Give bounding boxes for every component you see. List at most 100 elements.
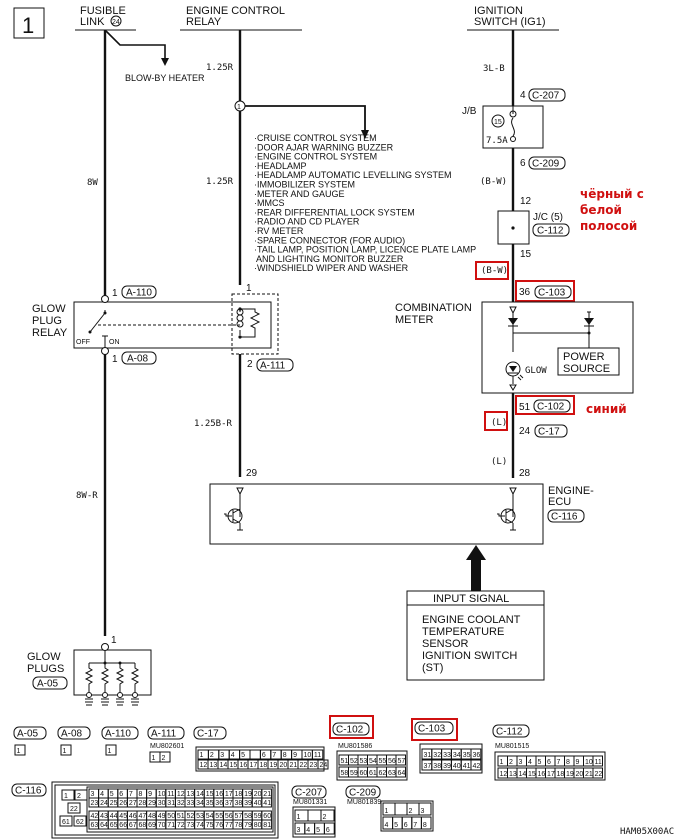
pin-number: 1 xyxy=(108,748,112,755)
pin-number: 42 xyxy=(473,763,481,770)
pin-number: 15 xyxy=(206,791,214,798)
pin-number: 2 xyxy=(509,759,513,766)
connector-pin xyxy=(67,802,81,814)
connector-label: C-207 xyxy=(295,788,323,799)
power-source-label-1: POWER xyxy=(563,351,605,363)
system-item: ·HEADLAMP xyxy=(254,161,307,171)
jc-in-pin: 12 xyxy=(520,196,532,207)
pin-number: 32 xyxy=(177,800,185,807)
fuse-rating: 7.5A xyxy=(486,136,508,146)
pin-number: 14 xyxy=(519,771,527,778)
c102-housing xyxy=(336,750,408,781)
fuse-number: 15 xyxy=(494,119,502,126)
annotation-black-white-1: чёрный с xyxy=(580,187,644,201)
pin-number: 62 xyxy=(379,770,387,777)
connector-tag xyxy=(414,721,454,735)
annotation-blue: синий xyxy=(586,402,627,416)
pin-number: 50 xyxy=(167,813,175,820)
relay-coil-dashed-box xyxy=(231,293,279,355)
meter-terminal-icon xyxy=(509,306,517,315)
connector-pin xyxy=(249,749,261,760)
diagram-code: HAM05X00AC xyxy=(620,827,674,837)
pin-number: 58 xyxy=(244,813,252,820)
wire-label-l-2: (L) xyxy=(491,457,507,467)
glow-plugs-label-1: GLOW xyxy=(27,651,61,663)
system-item: ·DOOR AJAR WARNING BUZZER xyxy=(254,142,394,152)
pin-number: 39 xyxy=(443,763,451,770)
arrow-systems xyxy=(361,130,369,139)
connector-tag xyxy=(492,724,530,738)
jc-out-pin: 15 xyxy=(520,249,532,260)
pin-number: 36 xyxy=(215,800,223,807)
c207-tag xyxy=(528,88,566,102)
connector-pin xyxy=(159,751,171,763)
pin-number: 56 xyxy=(388,758,396,765)
pin-number: 31 xyxy=(167,800,175,807)
system-item: ·METER AND GAUGE xyxy=(254,189,345,199)
pin-number: 73 xyxy=(187,822,195,829)
pin-number: 81 xyxy=(263,822,271,829)
a111-pin: 2 xyxy=(247,359,253,370)
pin-number: 51 xyxy=(341,758,349,765)
c207-part-number: MU801331 xyxy=(293,799,327,806)
system-item: ·WINDSHIELD WIPER AND WASHER xyxy=(254,263,409,273)
pin-number: 32 xyxy=(433,752,441,759)
meter-diode-left-icon xyxy=(508,318,518,325)
system-item: AND LIGHTING MONITOR BUZZER xyxy=(256,254,404,264)
pin-number: 1 xyxy=(152,755,156,762)
connector-pin xyxy=(73,815,87,827)
pin-number: 3 xyxy=(220,752,224,759)
pin-number: 61 xyxy=(369,770,377,777)
systems-list: ·CRUISE CONTROL SYSTEM·DOOR AJAR WARNING… xyxy=(254,133,476,273)
fuse-icon xyxy=(509,106,517,137)
ecu-pin-28: 28 xyxy=(519,468,531,479)
pin-number: 16 xyxy=(538,771,546,778)
annotation-black-white-2: белой xyxy=(580,203,622,217)
c209-part-number: MU801839 xyxy=(347,799,381,806)
pin-number: 18 xyxy=(557,771,565,778)
pin-number: 19 xyxy=(270,762,278,769)
pin-number: 40 xyxy=(453,763,461,770)
pin-number: 4 xyxy=(385,822,389,829)
pin-number: 21 xyxy=(585,771,593,778)
pin-number: 62 xyxy=(76,819,84,826)
pin-number: 60 xyxy=(263,813,271,820)
connector-pin xyxy=(470,748,482,760)
a05-pin: 1 xyxy=(111,635,117,646)
pin-number: 61 xyxy=(62,819,70,826)
pin-number: 11 xyxy=(595,759,602,766)
connector-pin xyxy=(14,744,26,756)
ecu-pin-29: 29 xyxy=(246,468,258,479)
connector-pin xyxy=(320,809,335,822)
a110-pin: 1 xyxy=(112,288,118,299)
connector-tag xyxy=(345,785,381,799)
pin-number: 5 xyxy=(110,791,114,798)
pin-number: 63 xyxy=(388,770,396,777)
pin-number: 5 xyxy=(316,827,320,834)
pin-number: 26 xyxy=(119,800,127,807)
pin-number: 30 xyxy=(158,800,166,807)
connector-pin xyxy=(323,822,335,835)
c17-pin: 24 xyxy=(519,426,531,437)
connector-pin xyxy=(470,759,482,771)
input-arrow-shaft xyxy=(471,558,481,591)
c207-label: C-207 xyxy=(532,91,560,102)
pin-number: 13 xyxy=(210,762,218,769)
pin-number: 11 xyxy=(167,791,174,798)
pin-number: 35 xyxy=(463,752,471,759)
pin-number: 8 xyxy=(566,759,570,766)
c102-pin: 51 xyxy=(519,402,531,413)
system-item: ·HEADLAMP AUTOMATIC LEVELLING SYSTEM xyxy=(254,170,452,180)
pin-number: 57 xyxy=(235,813,243,820)
input-arrow-head xyxy=(466,545,486,560)
connector-tag xyxy=(13,726,47,740)
a05-tag xyxy=(32,676,68,690)
pin-number: 27 xyxy=(129,800,137,807)
connector-pin xyxy=(60,744,72,756)
pin-number: 20 xyxy=(576,771,584,778)
pin-number: 41 xyxy=(463,763,471,770)
pin-number: 56 xyxy=(225,813,233,820)
pin-number: 35 xyxy=(206,800,214,807)
